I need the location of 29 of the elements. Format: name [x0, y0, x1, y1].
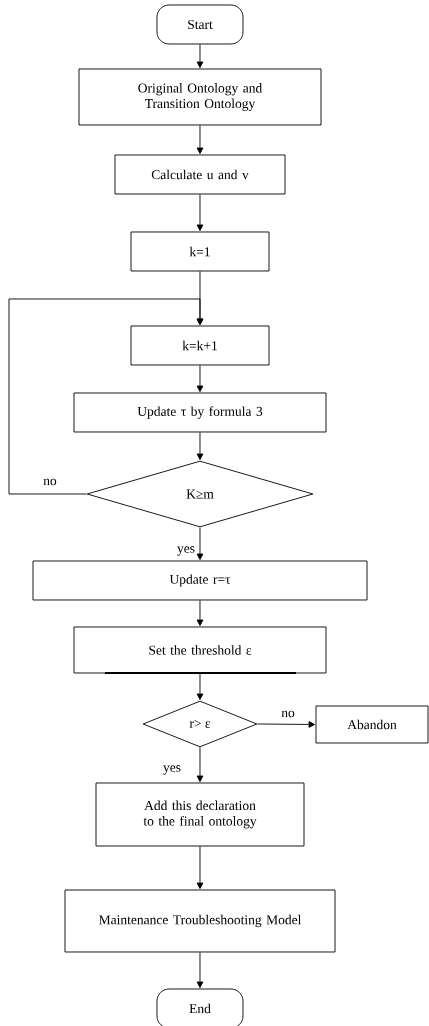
- arrow: [196, 527, 204, 560]
- arrow: [196, 747, 204, 782]
- process-box: Update r=τ: [32, 560, 368, 601]
- edge-label: yes: [163, 765, 181, 775]
- terminal-box: Start: [156, 4, 244, 45]
- edge-label: no: [281, 710, 295, 718]
- process-box: Maintenance Troubleshooting Model: [64, 889, 336, 953]
- edge-label: no: [43, 478, 57, 486]
- process-box: Set the threshold ε: [73, 626, 327, 674]
- process-box: Calculate u and v: [114, 154, 286, 195]
- process-box: Update τ by formula 3: [73, 392, 327, 433]
- process-box: Abandon: [315, 705, 429, 744]
- arrow: [8, 298, 204, 495]
- arrow: [196, 44, 204, 68]
- process-box: k=1: [130, 231, 270, 272]
- edge-label: yes: [177, 546, 195, 556]
- arrow: [196, 673, 204, 700]
- process-box: Add this declaration to the final ontology: [95, 782, 305, 847]
- process-box: k=k+1: [130, 325, 270, 366]
- arrow: [196, 194, 204, 231]
- arrow: [196, 125, 204, 154]
- arrow: [196, 846, 204, 889]
- process-box: Original Ontology and Transition Ontology: [78, 68, 322, 126]
- arrow: [196, 600, 204, 626]
- arrow: [196, 365, 204, 392]
- arrow: [257, 721, 315, 728]
- arrow: [196, 432, 204, 460]
- arrow: [196, 952, 204, 988]
- terminal-box: End: [156, 988, 244, 1026]
